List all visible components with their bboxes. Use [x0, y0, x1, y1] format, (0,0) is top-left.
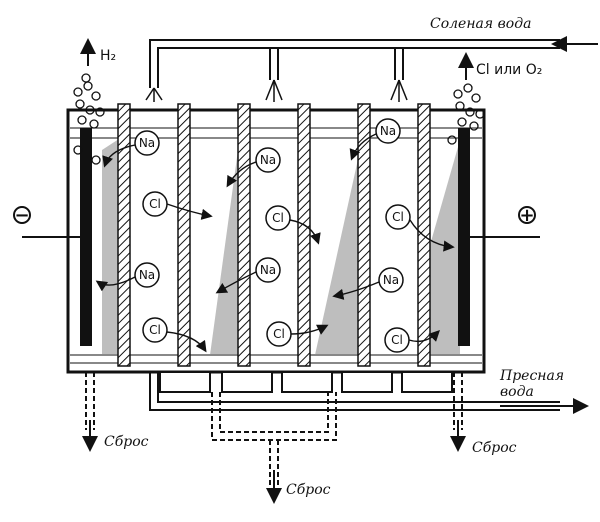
drain-center-label: Сброс — [286, 482, 331, 498]
membrane-2 — [177, 103, 191, 367]
ion-na-2: Na — [255, 147, 281, 173]
h2-label: H₂ — [100, 48, 116, 64]
membrane-5 — [357, 103, 371, 367]
svg-text:Na: Na — [260, 263, 276, 277]
ion-cl-4: Cl — [142, 317, 168, 343]
membrane-3 — [237, 103, 251, 367]
cl-o2-label: Cl или O₂ — [476, 62, 542, 78]
ion-cl-5: Cl — [266, 321, 292, 347]
side-drains — [85, 372, 463, 430]
svg-text:Na: Na — [383, 273, 399, 287]
ion-cl-3: Cl — [385, 204, 411, 230]
spray-nozzles — [145, 79, 408, 102]
svg-text:Cl: Cl — [273, 327, 285, 341]
membrane-4 — [297, 103, 311, 367]
gas-bubbles — [73, 73, 485, 165]
ion-na-5: Na — [255, 257, 281, 283]
svg-text:Cl: Cl — [391, 333, 403, 347]
cathode-sign: − — [13, 205, 31, 226]
drain-right-label: Сброс — [472, 440, 517, 456]
ion-na-6: Na — [378, 267, 404, 293]
anode-electrode — [458, 128, 470, 346]
svg-text:Cl: Cl — [272, 211, 284, 225]
membranes — [117, 103, 431, 367]
anode-sign: + — [518, 205, 536, 226]
svg-text:Cl: Cl — [149, 323, 161, 337]
ion-na-1: Na — [134, 130, 160, 156]
ion-na-4: Na — [134, 262, 160, 288]
ion-na-3: Na — [375, 118, 401, 144]
svg-text:Na: Na — [139, 268, 155, 282]
membrane-1 — [117, 103, 131, 367]
drain-left-label: Сброс — [104, 434, 149, 450]
electrolysis-tank — [66, 108, 486, 374]
ion-cl-6: Cl — [384, 327, 410, 353]
svg-text:Na: Na — [380, 124, 396, 138]
cathode-electrode — [80, 128, 92, 346]
collector-boxes — [159, 371, 453, 393]
fresh-water-label-line2: вода — [500, 384, 534, 400]
fresh-water-pipe — [149, 372, 560, 411]
ion-cl-1: Cl — [142, 191, 168, 217]
ion-cl-2: Cl — [265, 205, 291, 231]
svg-text:Cl: Cl — [392, 210, 404, 224]
svg-text:Na: Na — [139, 136, 155, 150]
svg-text:Na: Na — [260, 153, 276, 167]
membrane-6 — [417, 103, 431, 367]
svg-text:Cl: Cl — [149, 197, 161, 211]
svg-text:−: − — [14, 205, 29, 226]
ion-migration-arrows — [95, 133, 455, 353]
salt-water-label: Соленая вода — [430, 16, 531, 32]
center-drain-manifold — [211, 392, 337, 490]
svg-text:+: + — [519, 205, 534, 226]
salt-water-pipe — [149, 39, 560, 88]
fresh-water-label-line1: Пресная — [499, 368, 564, 384]
